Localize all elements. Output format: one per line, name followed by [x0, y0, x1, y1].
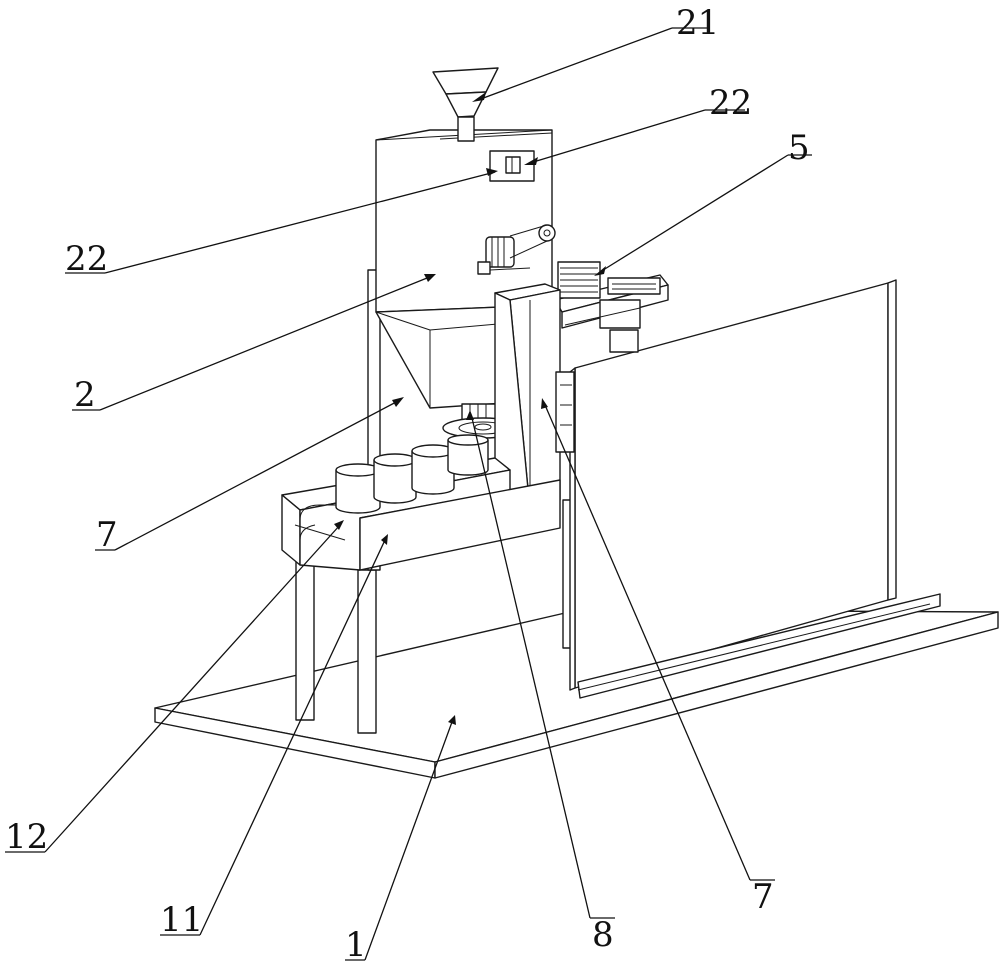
- callout-7-left: 7: [96, 515, 118, 555]
- callout-1: 1: [345, 925, 367, 965]
- callout-12: 12: [5, 817, 48, 857]
- rear-conveyor: [555, 262, 668, 352]
- callout-22-upper: 22: [709, 83, 752, 123]
- callout-8: 8: [592, 915, 614, 955]
- cup-4: [448, 435, 488, 475]
- cup-2: [374, 454, 416, 503]
- callout-2: 2: [74, 375, 96, 415]
- callout-5: 5: [788, 128, 810, 168]
- callout-21: 21: [676, 3, 719, 43]
- callout-7-right: 7: [752, 877, 774, 917]
- arrowhead-7a: [392, 397, 404, 407]
- callout-22-lower: 22: [65, 239, 108, 279]
- callout-11: 11: [160, 900, 203, 940]
- main-housing: [376, 130, 555, 312]
